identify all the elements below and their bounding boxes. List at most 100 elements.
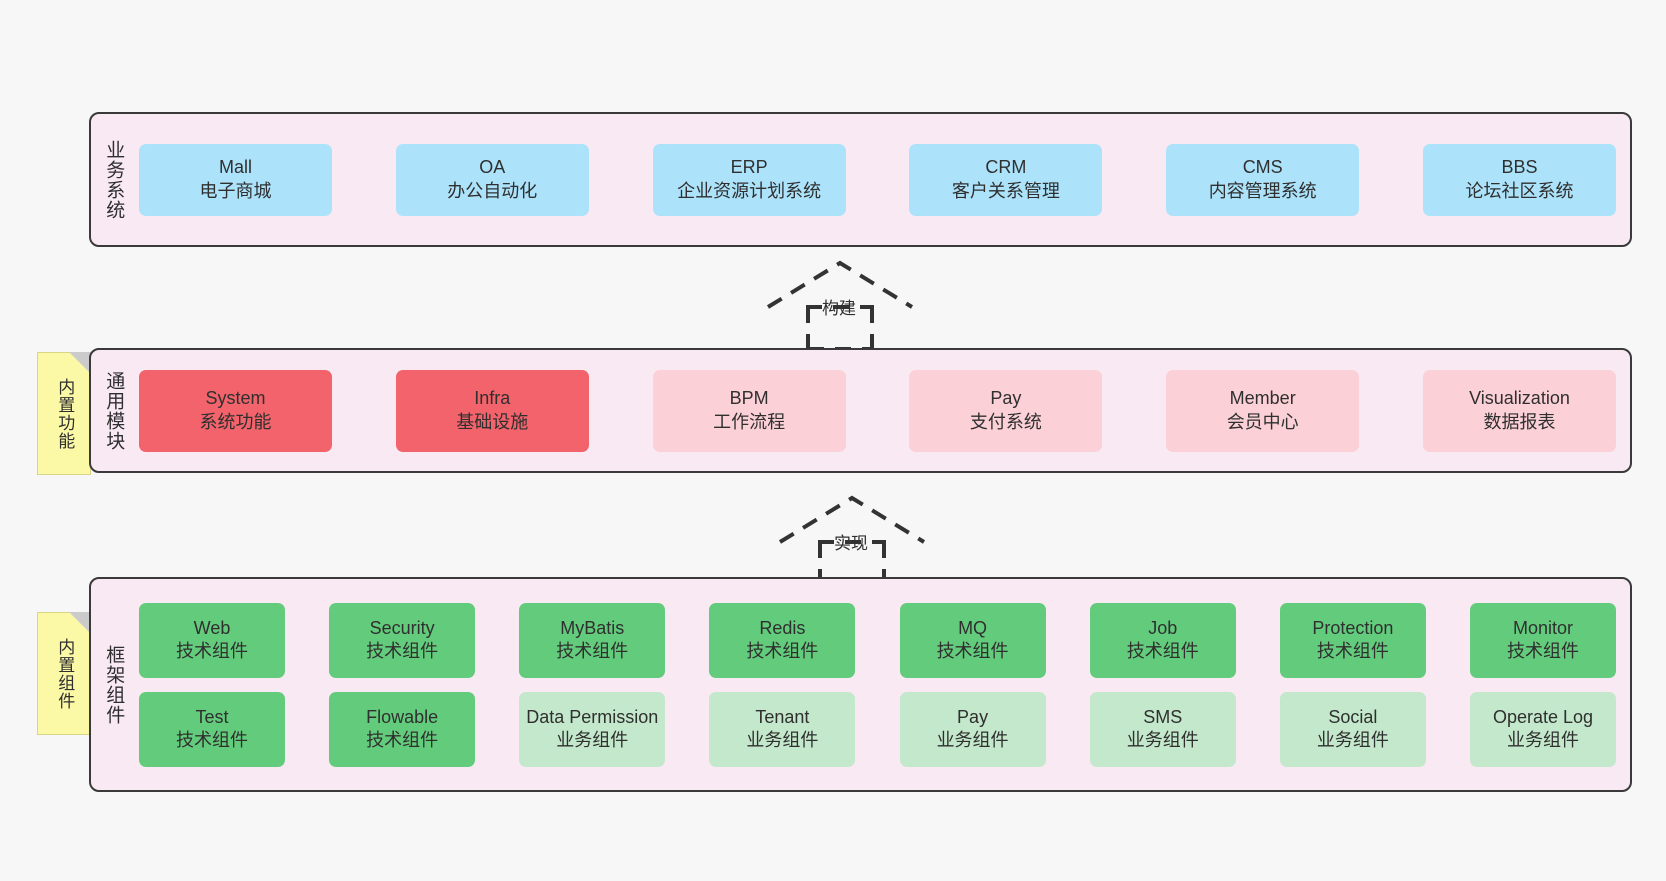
tile-subtitle: 业务组件 <box>1506 730 1579 750</box>
tile-title: Member <box>1229 388 1296 409</box>
framework-tile-row-2: Test 技术组件 Flowable 技术组件 Data Permission … <box>139 691 1616 767</box>
tile-bbs[interactable]: BBS 论坛社区系统 <box>1422 143 1616 216</box>
tile-subtitle: 技术组件 <box>366 730 439 750</box>
tile-data-permission[interactable]: Data Permission 业务组件 <box>519 691 666 767</box>
tile-title: Monitor <box>1512 617 1573 638</box>
tile-title: Job <box>1148 617 1178 638</box>
connector-implement: 实现 <box>772 492 932 586</box>
tile-security[interactable]: Security 技术组件 <box>329 602 476 678</box>
tile-mall[interactable]: Mall 电子商城 <box>139 143 332 216</box>
module-tile-row: System 系统功能 Infra 基础设施 BPM 工作流程 Pay 支付系统… <box>139 369 1616 452</box>
tile-social[interactable]: Social 业务组件 <box>1279 691 1426 767</box>
tile-member[interactable]: Member 会员中心 <box>1166 369 1360 452</box>
tile-title: Redis <box>759 617 806 638</box>
tile-subtitle: 技术组件 <box>1316 641 1389 661</box>
tile-title: Mall <box>218 157 252 178</box>
tile-mybatis[interactable]: MyBatis 技术组件 <box>519 602 666 678</box>
tile-subtitle: 技术组件 <box>1126 641 1199 661</box>
tile-cms[interactable]: CMS 内容管理系统 <box>1166 143 1360 216</box>
tile-title: Protection <box>1312 617 1394 638</box>
tile-monitor[interactable]: Monitor 技术组件 <box>1469 602 1616 678</box>
tile-title: ERP <box>730 157 768 178</box>
tile-title: System <box>205 388 266 409</box>
tile-title: Operate Log <box>1492 706 1594 727</box>
tile-subtitle: 企业资源计划系统 <box>677 180 822 201</box>
tile-redis[interactable]: Redis 技术组件 <box>709 602 856 678</box>
tile-title: CRM <box>985 157 1027 178</box>
note-builtin-components: 内置组件 <box>37 612 91 735</box>
layer-framework-components: 框架组件 Web 技术组件 Security 技术组件 MyBatis 技术组件… <box>89 577 1632 792</box>
tile-title: SMS <box>1143 706 1183 727</box>
tile-oa[interactable]: OA 办公自动化 <box>395 143 589 216</box>
tile-erp[interactable]: ERP 企业资源计划系统 <box>652 143 846 216</box>
tile-title: Social <box>1328 706 1378 727</box>
tile-title: Pay <box>957 706 989 727</box>
tile-title: CMS <box>1242 157 1283 178</box>
tile-title: Test <box>195 706 229 727</box>
tile-job[interactable]: Job 技术组件 <box>1089 602 1236 678</box>
tile-title: Tenant <box>755 706 810 727</box>
tile-system[interactable]: System 系统功能 <box>139 369 332 452</box>
tile-subtitle: 业务组件 <box>1126 730 1199 750</box>
layer-module-label: 通用模块 <box>103 370 125 451</box>
tile-subtitle: 业务组件 <box>936 730 1009 750</box>
tile-flowable[interactable]: Flowable 技术组件 <box>329 691 476 767</box>
tile-title: OA <box>479 157 506 178</box>
tile-title: MyBatis <box>560 617 625 638</box>
layer-common-modules: 通用模块 System 系统功能 Infra 基础设施 BPM 工作流程 Pay… <box>89 348 1632 473</box>
tile-web[interactable]: Web 技术组件 <box>139 602 285 678</box>
tile-title: Visualization <box>1469 388 1570 409</box>
tile-title: BPM <box>729 388 769 409</box>
tile-title: MQ <box>958 617 988 638</box>
note-label: 内置组件 <box>55 637 75 710</box>
tile-subtitle: 技术组件 <box>1506 641 1579 661</box>
tile-bpm[interactable]: BPM 工作流程 <box>652 369 846 452</box>
tile-subtitle: 系统功能 <box>199 411 272 432</box>
tile-pay-module[interactable]: Pay 支付系统 <box>909 369 1103 452</box>
tile-title: Security <box>369 617 435 638</box>
layer-framework-body: Web 技术组件 Security 技术组件 MyBatis 技术组件 Redi… <box>135 579 1630 790</box>
tile-subtitle: 会员中心 <box>1226 411 1299 432</box>
tile-subtitle: 数据报表 <box>1483 411 1556 432</box>
connector-build-label: 构建 <box>822 299 856 318</box>
business-tile-row: Mall 电子商城 OA 办公自动化 ERP 企业资源计划系统 CRM 客户关系… <box>139 143 1616 216</box>
tile-sms[interactable]: SMS 业务组件 <box>1089 691 1236 767</box>
tile-visualization[interactable]: Visualization 数据报表 <box>1422 369 1616 452</box>
tile-subtitle: 基础设施 <box>456 411 529 432</box>
framework-tile-row-1: Web 技术组件 Security 技术组件 MyBatis 技术组件 Redi… <box>139 602 1616 678</box>
connector-implement-label: 实现 <box>834 534 868 553</box>
tile-subtitle: 业务组件 <box>1316 730 1389 750</box>
tile-title: BBS <box>1501 157 1538 178</box>
tile-title: Pay <box>990 388 1022 409</box>
note-builtin-features: 内置功能 <box>37 352 91 475</box>
connector-build: 构建 <box>760 257 920 351</box>
tile-subtitle: 办公自动化 <box>447 180 538 201</box>
tile-subtitle: 内容管理系统 <box>1208 180 1317 201</box>
tile-title: Web <box>193 617 231 638</box>
tile-subtitle: 论坛社区系统 <box>1465 180 1574 201</box>
note-fold-icon <box>69 352 91 374</box>
tile-crm[interactable]: CRM 客户关系管理 <box>909 143 1103 216</box>
note-label: 内置功能 <box>55 377 75 450</box>
tile-subtitle: 技术组件 <box>176 730 248 750</box>
tile-operate-log[interactable]: Operate Log 业务组件 <box>1469 691 1616 767</box>
tile-subtitle: 客户关系管理 <box>951 180 1060 201</box>
tile-mq[interactable]: MQ 技术组件 <box>899 602 1046 678</box>
tile-subtitle: 技术组件 <box>556 641 629 661</box>
tile-title: Flowable <box>366 706 439 727</box>
tile-title: Infra <box>474 388 511 409</box>
tile-protection[interactable]: Protection 技术组件 <box>1279 602 1426 678</box>
tile-test[interactable]: Test 技术组件 <box>139 691 285 767</box>
tile-subtitle: 工作流程 <box>713 411 786 432</box>
tile-pay-component[interactable]: Pay 业务组件 <box>899 691 1046 767</box>
layer-module-body: System 系统功能 Infra 基础设施 BPM 工作流程 Pay 支付系统… <box>135 350 1630 471</box>
layer-framework-label: 框架组件 <box>103 644 125 725</box>
tile-subtitle: 业务组件 <box>746 730 819 750</box>
tile-subtitle: 电子商城 <box>199 180 272 201</box>
tile-infra[interactable]: Infra 基础设施 <box>395 369 589 452</box>
layer-business-systems: 业务系统 Mall 电子商城 OA 办公自动化 ERP 企业资源计划系统 CRM… <box>89 112 1632 247</box>
layer-business-label: 业务系统 <box>103 139 125 220</box>
tile-title: Data Permission <box>526 706 659 727</box>
tile-tenant[interactable]: Tenant 业务组件 <box>709 691 856 767</box>
